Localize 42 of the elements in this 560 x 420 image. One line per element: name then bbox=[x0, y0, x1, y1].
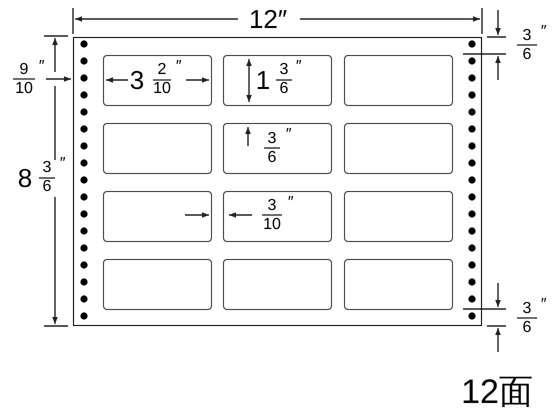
inch-mark: ″ bbox=[175, 59, 181, 75]
inch-mark: ″ bbox=[285, 127, 291, 143]
label-blank bbox=[222, 54, 332, 106]
fraction-digit: 2 bbox=[158, 62, 166, 78]
fraction-digit: 6 bbox=[268, 150, 276, 166]
fraction-digit: 3 bbox=[280, 62, 288, 78]
inch-mark: ″ bbox=[540, 24, 546, 40]
fraction-digit: 10 bbox=[15, 81, 33, 97]
label-count: 12面 bbox=[461, 375, 533, 409]
label-blank bbox=[344, 54, 452, 106]
label-sheet bbox=[73, 37, 482, 326]
dimension-value: 1 bbox=[256, 67, 270, 93]
dimension-value: 8 bbox=[18, 165, 32, 191]
label-blank bbox=[344, 190, 452, 242]
inch-mark: ″ bbox=[540, 297, 546, 313]
inch-mark: ″ bbox=[295, 59, 301, 75]
inch-mark: ″ bbox=[59, 156, 65, 172]
inch-mark: ″ bbox=[287, 195, 293, 211]
label-blank bbox=[102, 190, 212, 242]
label-blank bbox=[344, 258, 452, 310]
label-blank bbox=[102, 122, 212, 174]
label-blank bbox=[102, 258, 212, 310]
fraction-digit: 10 bbox=[263, 217, 281, 233]
fraction-digit: 6 bbox=[280, 81, 288, 97]
dimension-value: 3 bbox=[130, 67, 144, 93]
fraction-digit: 10 bbox=[153, 81, 171, 97]
fraction-digit: 6 bbox=[522, 320, 532, 336]
inch-mark: ″ bbox=[38, 59, 44, 75]
fraction-digit: 3 bbox=[42, 160, 52, 176]
fraction-digit: 3 bbox=[522, 301, 532, 317]
fraction-digit: 9 bbox=[20, 62, 28, 78]
label-blank bbox=[344, 122, 452, 174]
fraction-digit: 3 bbox=[268, 131, 276, 147]
dimension-value: 12″ bbox=[248, 6, 288, 32]
label-blank bbox=[222, 122, 332, 174]
label-blank bbox=[102, 54, 212, 106]
fraction-digit: 3 bbox=[522, 28, 532, 44]
label-blank bbox=[222, 258, 332, 310]
fraction-digit: 6 bbox=[42, 179, 52, 195]
fraction-digit: 6 bbox=[522, 47, 532, 63]
fraction-digit: 3 bbox=[268, 198, 276, 214]
label-blank bbox=[222, 190, 332, 242]
